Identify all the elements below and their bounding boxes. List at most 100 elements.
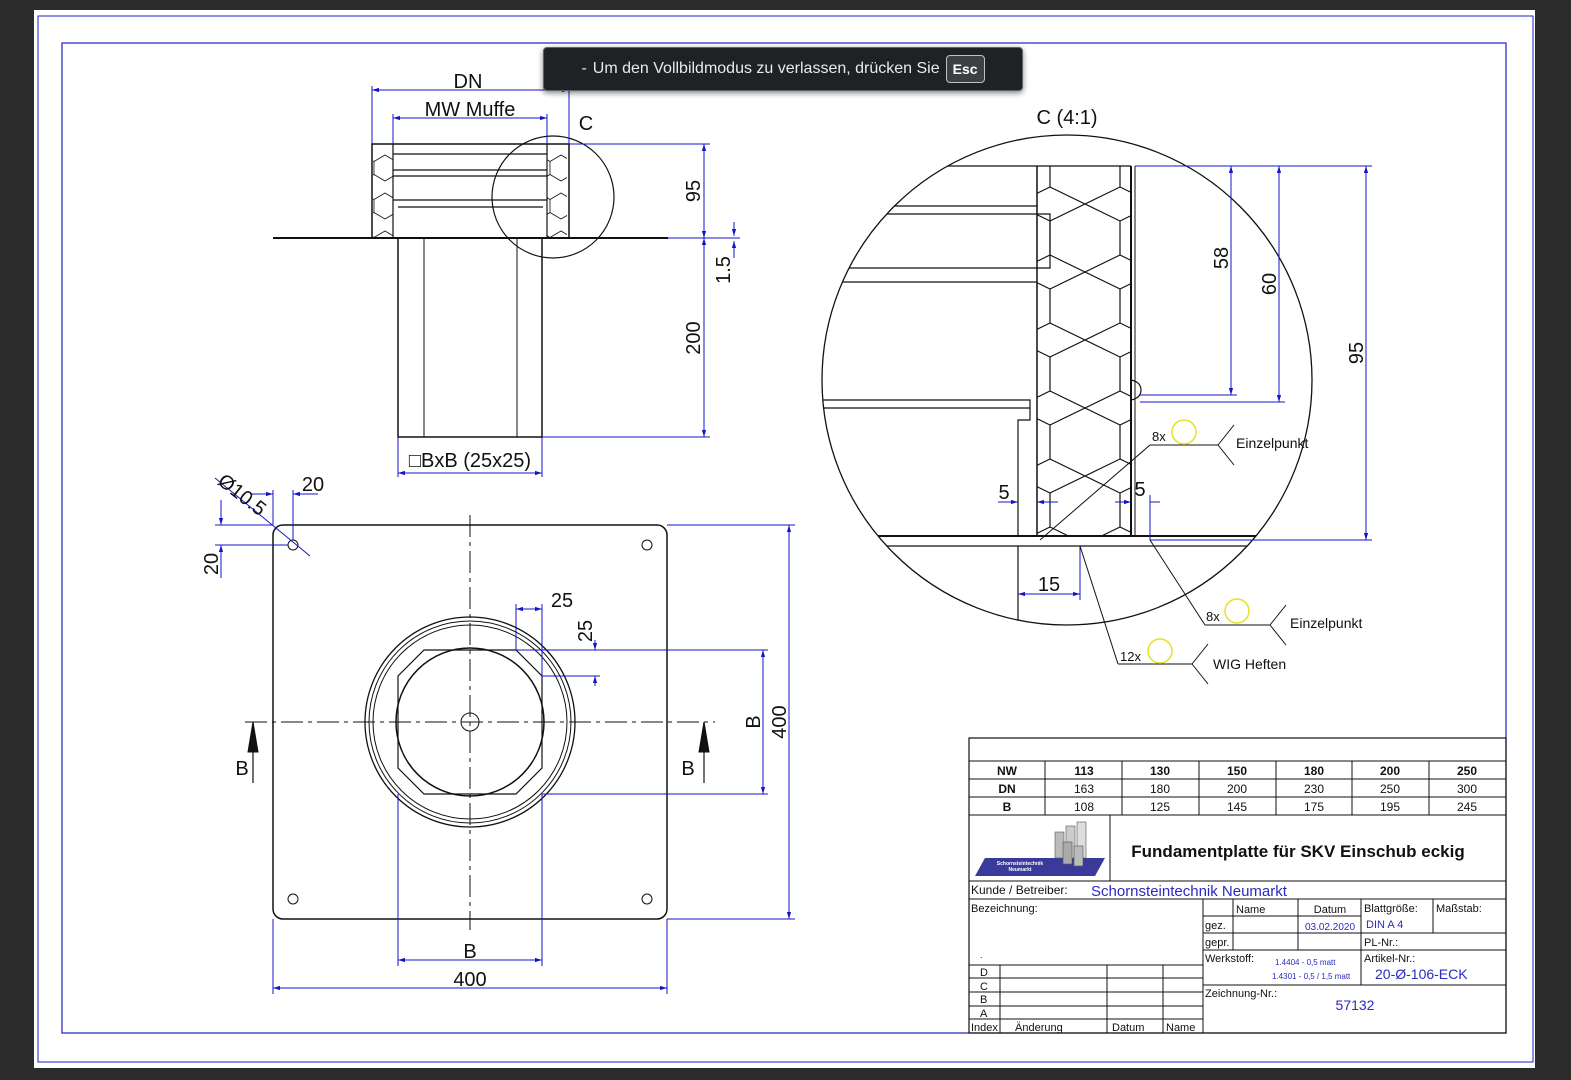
dim-58: 58 — [1211, 247, 1233, 269]
weld-marker-2 — [1224, 598, 1250, 624]
weld1-label: Einzelpunkt — [1236, 435, 1308, 451]
weld3-count: 12x — [1120, 649, 1141, 664]
toast-prefix: - — [581, 60, 587, 77]
logo-line2: Neumarkt — [1008, 867, 1031, 873]
side-view — [273, 135, 668, 438]
section-b-right: B — [681, 758, 694, 780]
detail-view-dimensions — [998, 165, 1372, 600]
dim-5-right: 5 — [1134, 479, 1145, 501]
table-cell: 145 — [1227, 800, 1247, 814]
table-cell: 250 — [1457, 764, 1477, 778]
toast-message: Um den Vollbildmodus zu verlassen, drück… — [592, 60, 940, 77]
title-block-text: Fundamentplatte für SKV Einschub eckig K… — [971, 842, 1482, 1034]
zeichnung-label: Zeichnung-Nr.: — [1205, 988, 1277, 1000]
gez-date: 03.02.2020 — [1305, 922, 1355, 933]
table-cell: 200 — [1380, 764, 1400, 778]
company-logo: Schornsteintechnik Neumarkt — [975, 821, 1105, 876]
plan-view — [245, 515, 715, 930]
table-cell: 200 — [1227, 782, 1247, 796]
werkstoff-2: 1.4301 - 0,5 / 1,5 matt — [1272, 972, 1351, 981]
detail-marker-c: C — [579, 113, 593, 135]
dim-95-detail: 95 — [1346, 342, 1368, 364]
table-cell: NW — [997, 764, 1018, 778]
dim-5-left: 5 — [998, 482, 1009, 504]
weld2-label: Einzelpunkt — [1290, 615, 1362, 631]
inner-frame — [61, 42, 1507, 1034]
hole-dia-label: Ø10.5 — [213, 470, 269, 521]
artikel-value: 20-Ø-106-ECK — [1375, 966, 1468, 982]
rev-row: B — [980, 994, 987, 1006]
detail-view — [821, 134, 1313, 626]
dim-25-h: 25 — [551, 590, 573, 612]
kunde-value: Schornsteintechnik Neumarkt — [1091, 883, 1288, 900]
table-cell: 125 — [1150, 800, 1170, 814]
table-cell: 113 — [1074, 764, 1094, 778]
name-header: Name — [1236, 904, 1265, 916]
rev-name-label: Name — [1166, 1022, 1195, 1034]
pl-label: PL-Nr.: — [1364, 937, 1398, 949]
side-view-dimensions — [371, 86, 740, 477]
weld-marker-1 — [1171, 419, 1197, 445]
dim-95-side: 95 — [683, 180, 705, 202]
blatt-label: Blattgröße: — [1364, 903, 1418, 915]
table-cell: 175 — [1304, 800, 1324, 814]
outer-border — [37, 15, 1534, 1063]
drawing-title: Fundamentplatte für SKV Einschub eckig — [1131, 842, 1464, 861]
table-cell: 230 — [1304, 782, 1324, 796]
dn-label: DN — [454, 71, 483, 93]
index-label: Index — [971, 1022, 998, 1034]
werkstoff-label: Werkstoff: — [1205, 953, 1254, 965]
rev-row: C — [980, 981, 988, 993]
table-cell: 180 — [1304, 764, 1324, 778]
kunde-label: Kunde / Betreiber: — [971, 883, 1068, 897]
dim-1-5: 1.5 — [713, 256, 735, 284]
mw-muffe-label: MW Muffe — [425, 99, 516, 121]
size-table-cells: NW 113 130 150 180 200 250 DN 163 180 20… — [997, 764, 1477, 814]
artikel-label: Artikel-Nr.: — [1364, 953, 1415, 965]
dim-400-right: 400 — [769, 705, 791, 738]
esc-key[interactable]: Esc — [945, 55, 985, 83]
plan-view-dimensions — [214, 477, 795, 994]
table-cell: 108 — [1074, 800, 1094, 814]
datum-header: Datum — [1314, 904, 1346, 916]
table-cell: 300 — [1457, 782, 1477, 796]
bezeichnung-label: Bezeichnung: — [971, 903, 1038, 915]
werkstoff-1: 1.4404 - 0,5 matt — [1275, 958, 1336, 967]
drawing-sheet — [34, 10, 1535, 1068]
side-view-labels: DN MW Muffe C 95 1.5 200 □BxB (25x25) — [409, 71, 735, 472]
table-cell: 180 — [1150, 782, 1170, 796]
dot-mark: . — [980, 950, 983, 960]
logo-line1: Schornsteintechnik — [997, 861, 1044, 867]
weld-symbols — [1039, 419, 1287, 685]
dim-20-left: 20 — [201, 553, 223, 575]
weld2-count: 8x — [1206, 609, 1220, 624]
dim-b-right: B — [743, 715, 765, 728]
fullscreen-exit-notice: - Um den Vollbildmodus zu verlassen, drü… — [543, 47, 1023, 91]
weld3-label: WIG Heften — [1213, 656, 1286, 672]
dim-60: 60 — [1259, 273, 1281, 295]
dim-200: 200 — [683, 321, 705, 354]
aenderung-label: Änderung — [1015, 1022, 1063, 1034]
dim-15: 15 — [1038, 574, 1060, 596]
section-b-left: B — [235, 758, 248, 780]
dim-b-bottom: B — [463, 941, 476, 963]
blatt-value: DIN A 4 — [1366, 919, 1403, 931]
zeichnung-value: 57132 — [1336, 997, 1375, 1013]
table-cell: 195 — [1380, 800, 1400, 814]
table-cell: 250 — [1380, 782, 1400, 796]
rev-row: D — [980, 967, 988, 979]
title-block-lines — [969, 815, 1506, 1033]
massstab-label: Maßstab: — [1436, 903, 1482, 915]
table-cell: DN — [998, 782, 1015, 796]
gez-label: gez. — [1205, 920, 1226, 932]
detail-view-labels: C (4:1) 58 60 95 5 5 15 8x Einzelpunkt 8… — [998, 107, 1368, 672]
weld1-count: 8x — [1152, 429, 1166, 444]
table-cell: 163 — [1074, 782, 1094, 796]
table-cell: B — [1003, 800, 1012, 814]
weld-marker-3 — [1147, 638, 1173, 664]
table-cell: 130 — [1150, 764, 1170, 778]
gepr-label: gepr. — [1205, 937, 1229, 949]
rev-datum-label: Datum — [1112, 1022, 1144, 1034]
size-table — [968, 737, 1507, 1034]
